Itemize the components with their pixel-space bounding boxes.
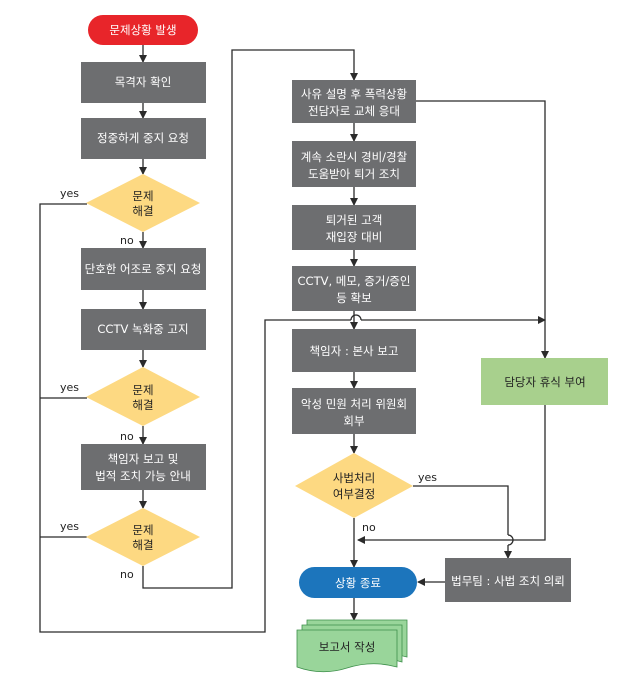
start-label: 문제상황 발생 xyxy=(109,23,176,37)
decision-legal-line-1: 사법처리 xyxy=(333,471,375,485)
connectors xyxy=(39,45,549,633)
committee-box: 악성 민원 처리 위원회 회부 xyxy=(292,388,416,434)
connector xyxy=(357,405,546,544)
committee-line-2: 회부 xyxy=(343,414,364,428)
decision-resolved-1: 문제 해결 xyxy=(86,174,200,232)
decision-3-line-1: 문제 xyxy=(132,523,153,537)
polite-stop-box: 정중하게 중지 요청 xyxy=(81,118,206,159)
committee-line-1: 악성 민원 처리 위원회 xyxy=(301,397,407,411)
revisit-prepare-line-1: 퇴거된 고객 xyxy=(326,213,383,227)
yes-label-3: yes xyxy=(60,520,79,533)
start-node: 문제상황 발생 xyxy=(88,15,198,45)
no-label-legal: no xyxy=(362,521,376,534)
explain-handover-box: 사유 설명 후 폭력상황 전담자로 교체 응대 xyxy=(292,80,416,123)
line-hop xyxy=(507,534,514,546)
yes-trunk-connector xyxy=(39,203,351,633)
secure-evidence-line-1: CCTV, 메모, 증거/증인 xyxy=(298,274,411,288)
yes-label-2: yes xyxy=(60,381,79,394)
decision-2-line-2: 해결 xyxy=(132,398,153,412)
report-notice-box: 책임자 보고 및 법적 조치 가능 안내 xyxy=(81,444,206,490)
witness-check-box: 목격자 확인 xyxy=(81,62,206,103)
no-label-3: no xyxy=(120,568,134,581)
legal-team-box: 법무팀 : 사법 조치 의뢰 xyxy=(445,558,571,602)
security-police-line-2: 도움받아 퇴거 조치 xyxy=(308,167,400,181)
revisit-prepare-box: 퇴거된 고객 재입장 대비 xyxy=(292,205,416,250)
secure-evidence-line-2: 등 확보 xyxy=(336,291,371,305)
secure-evidence-box: CCTV, 메모, 증거/증인 등 확보 xyxy=(292,266,416,311)
polite-stop-label: 정중하게 중지 요청 xyxy=(97,131,189,145)
rest-break-box: 담당자 휴식 부여 xyxy=(481,358,608,405)
decision-legal: 사법처리 여부결정 xyxy=(295,453,413,518)
connector xyxy=(142,49,358,589)
connector xyxy=(413,485,509,535)
rest-break-label: 담당자 휴식 부여 xyxy=(504,375,585,389)
yes-label-1: yes xyxy=(60,187,79,200)
security-police-line-1: 계속 소란시 경비/경찰 xyxy=(301,150,408,164)
end-node: 상황 종료 xyxy=(299,567,417,598)
legal-team-label: 법무팀 : 사법 조치 의뢰 xyxy=(451,574,565,588)
security-police-box: 계속 소란시 경비/경찰 도움받아 퇴거 조치 xyxy=(292,141,416,187)
report-notice-line-1: 책임자 보고 및 xyxy=(108,452,179,466)
branch-labels: yes yes yes no no no yes no xyxy=(60,187,437,581)
revisit-prepare-line-2: 재입장 대비 xyxy=(326,230,383,244)
no-label-1: no xyxy=(120,234,134,247)
yes-label-legal: yes xyxy=(418,471,437,484)
decision-resolved-3: 문제 해결 xyxy=(86,508,200,566)
report-hq-label: 책임자 : 본사 보고 xyxy=(310,344,399,358)
decision-1-line-2: 해결 xyxy=(132,204,153,218)
explain-handover-line-1: 사유 설명 후 폭력상황 xyxy=(301,87,408,101)
write-report-document: 보고서 작성 xyxy=(296,619,408,673)
report-notice-line-2: 법적 조치 가능 안내 xyxy=(95,469,191,483)
cctv-notice-label: CCTV 녹화중 고지 xyxy=(97,322,188,336)
explain-handover-line-2: 전담자로 교체 응대 xyxy=(308,104,400,118)
decision-2-line-1: 문제 xyxy=(132,383,153,397)
no-label-2: no xyxy=(120,430,134,443)
cctv-notice-box: CCTV 녹화중 고지 xyxy=(81,309,206,350)
line-hop xyxy=(350,314,362,321)
decision-legal-line-2: 여부결정 xyxy=(333,487,375,501)
firm-stop-box: 단호한 어조로 중지 요청 xyxy=(81,248,206,290)
end-label: 상황 종료 xyxy=(335,576,381,590)
decision-resolved-2: 문제 해결 xyxy=(86,367,200,426)
firm-stop-label: 단호한 어조로 중지 요청 xyxy=(85,262,202,276)
connector xyxy=(416,100,549,359)
decision-3-line-2: 해결 xyxy=(132,538,153,552)
decision-1-line-1: 문제 xyxy=(132,189,153,203)
witness-check-label: 목격자 확인 xyxy=(115,75,172,89)
report-hq-box: 책임자 : 본사 보고 xyxy=(292,329,416,372)
write-report-label: 보고서 작성 xyxy=(319,640,376,654)
